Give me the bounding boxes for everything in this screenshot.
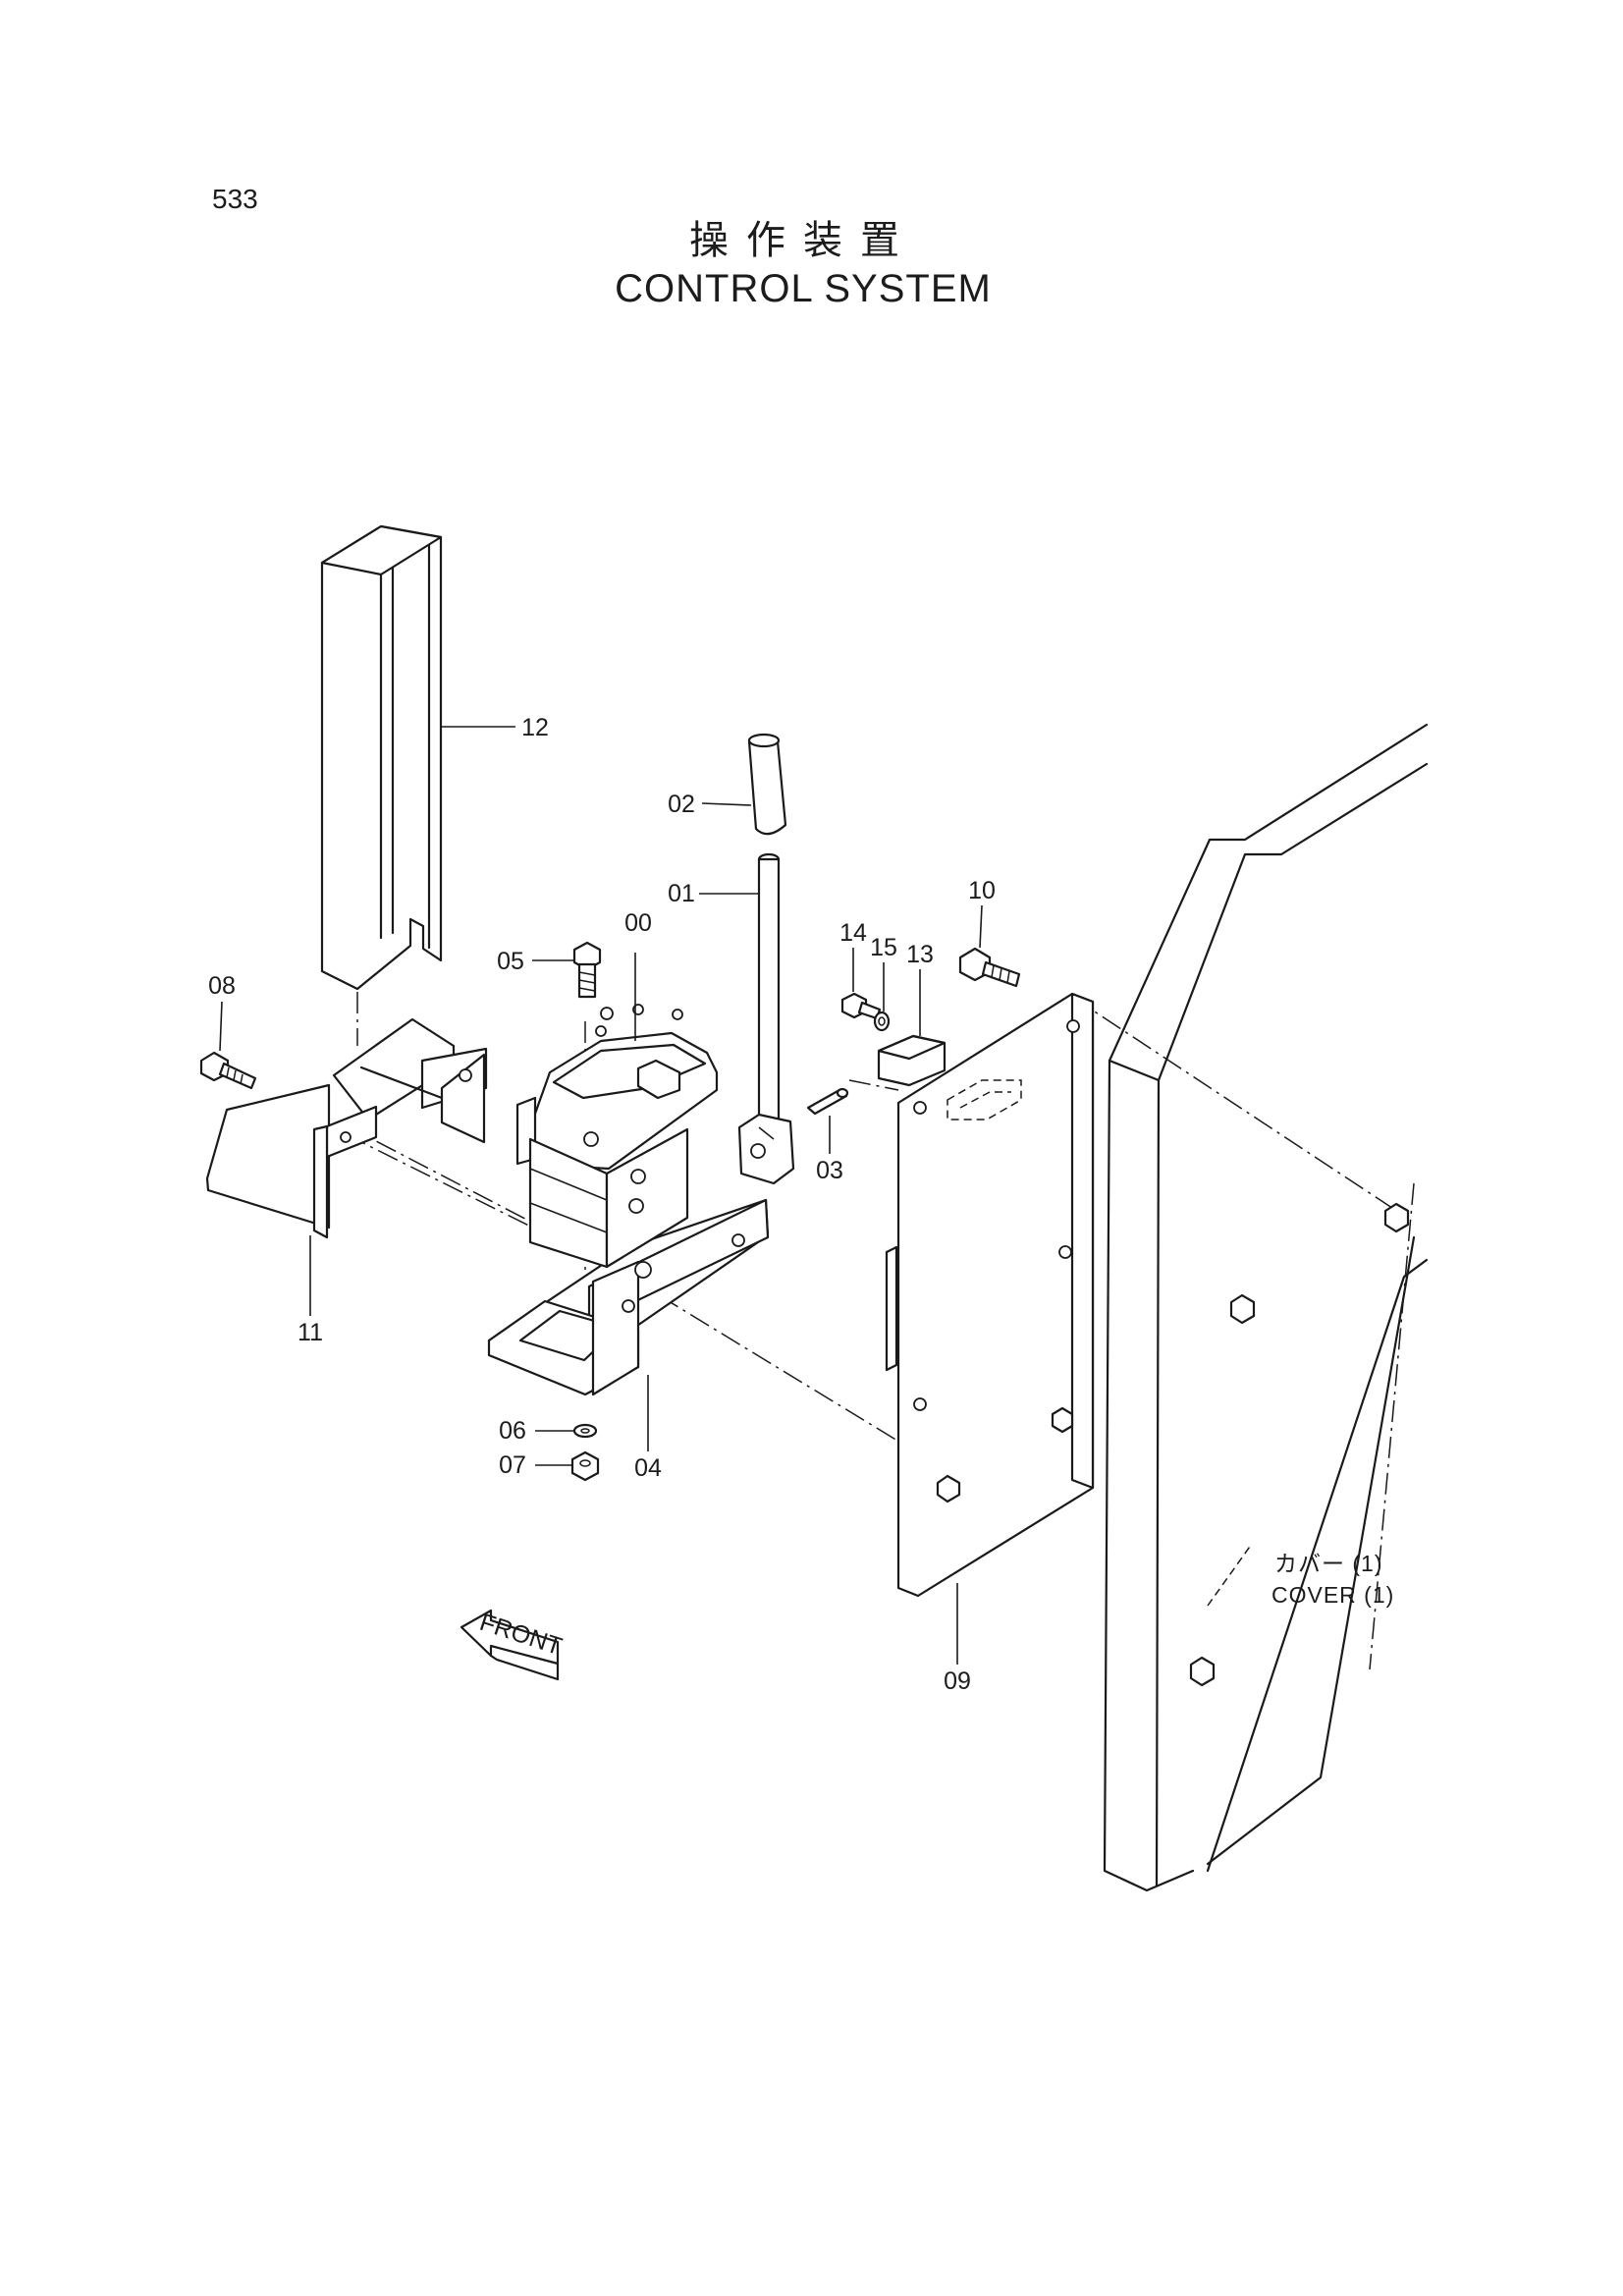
part-11-guard-bracket: [205, 1017, 488, 1316]
callout-02: 02: [668, 791, 695, 818]
part-10-bolt: [958, 904, 1021, 988]
cover-note-japanese: カバー (1): [1274, 1551, 1383, 1576]
part-09-side-plate: [885, 992, 1095, 1665]
callout-09: 09: [944, 1667, 971, 1695]
callout-06: 06: [499, 1417, 526, 1445]
title-english: CONTROL SYSTEM: [615, 267, 992, 310]
callout-04: 04: [634, 1454, 662, 1482]
part-13-block: [877, 969, 947, 1087]
part-14-screw: [840, 948, 882, 1020]
callout-14: 14: [839, 919, 867, 947]
part-15-washer: [873, 962, 891, 1032]
part-04-base-bracket: [487, 1198, 770, 1451]
callout-11: 11: [298, 1319, 323, 1346]
page-number: 533: [212, 184, 258, 214]
cover-reference: [1103, 723, 1429, 1892]
callout-01: 01: [668, 880, 695, 907]
part-02-knob: [701, 733, 787, 836]
callout-08: 08: [208, 972, 236, 1000]
callout-05: 05: [497, 948, 524, 975]
part-01-lever: [699, 852, 795, 1185]
callout-00: 00: [624, 909, 652, 937]
part-06-washer: [535, 1423, 598, 1439]
callout-03: 03: [816, 1157, 843, 1184]
callout-labels: 00 01 02 03 04 05 06 07 08 09 10 11 12 1…: [208, 714, 996, 1695]
front-arrow: FRONT: [460, 1609, 566, 1681]
part-00-control-valve: [515, 953, 719, 1269]
title-japanese: 操作装置: [689, 219, 917, 262]
part-07-nut: [535, 1450, 600, 1482]
part-03-pin: [806, 1087, 849, 1154]
callout-12: 12: [521, 714, 549, 741]
callout-10: 10: [968, 877, 996, 904]
part-12-channel-cover: [320, 524, 515, 991]
callout-07: 07: [499, 1451, 526, 1479]
cover-note: カバー (1) COVER (1): [1271, 1551, 1394, 1608]
callout-15: 15: [870, 934, 897, 961]
cover-note-english: COVER (1): [1271, 1582, 1394, 1608]
callout-13: 13: [906, 941, 934, 968]
part-08-bolt: [199, 1001, 257, 1090]
part-05-bolt: [532, 941, 602, 999]
